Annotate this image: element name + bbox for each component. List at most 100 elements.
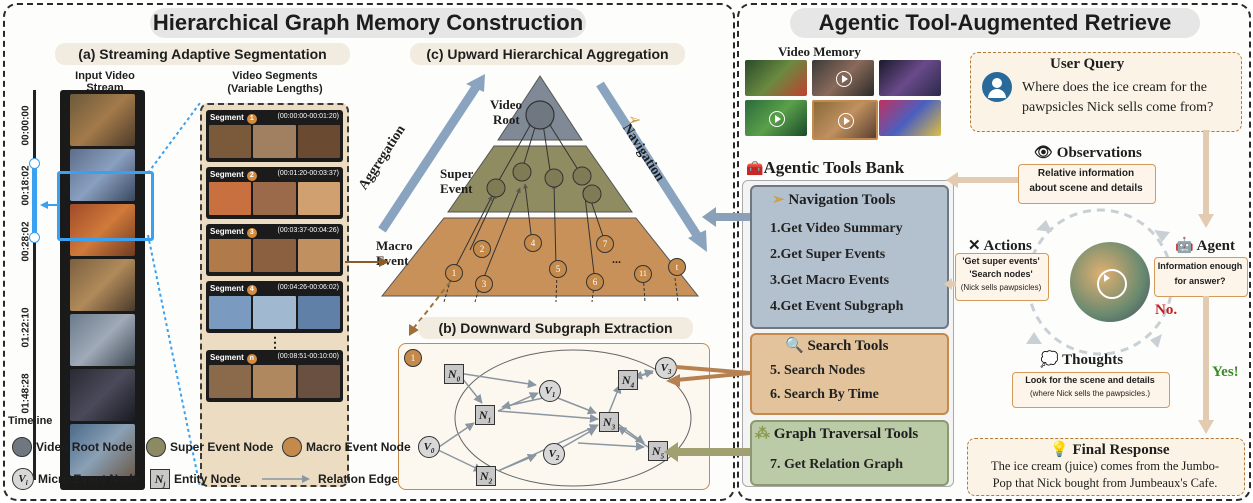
section-a-title: (a) Streaming Adaptive Segmentation — [55, 43, 350, 65]
play-icon[interactable] — [1097, 269, 1127, 299]
macro-node-5: 5 — [549, 260, 567, 278]
segment-zoom-lines — [40, 102, 201, 488]
agent-box — [1154, 257, 1248, 297]
memory-thumb-1 — [745, 60, 807, 96]
thoughts-line2: (where Nick sells the pawpsicles.) — [1029, 389, 1151, 398]
yes-label: Yes! — [1212, 364, 1239, 380]
agent-line2: for answer? — [1174, 276, 1226, 286]
graph-icon: ⁂ — [755, 426, 770, 442]
memory-thumb-6 — [879, 100, 941, 136]
user-avatar-icon — [982, 72, 1012, 102]
observations-line1: Relative information — [1037, 168, 1135, 179]
segments-label-1: Video Segments — [232, 70, 318, 82]
legend-super-swatch — [146, 437, 166, 457]
actions-to-tools-arrow — [944, 278, 956, 290]
play-icon[interactable] — [836, 71, 852, 87]
nav-tool-1[interactable]: 1.Get Video Summary — [770, 221, 903, 236]
segment-2-num: 2 — [246, 171, 257, 181]
segment-3-label: Segment — [210, 227, 244, 236]
macro-node-7: 7 — [596, 235, 614, 253]
tools-to-pyramid-arrow — [702, 207, 750, 227]
section-c-title: (c) Upward Hierarchical Aggregation — [410, 43, 685, 65]
graph-tool-7[interactable]: 7. Get Relation Graph — [770, 457, 903, 472]
segment-n-num: n — [246, 354, 257, 364]
search-tool-5[interactable]: 5. Search Nodes — [770, 363, 866, 378]
right-panel-title: Agentic Tool-Augmented Retrieve — [790, 8, 1200, 38]
search-to-subgraph-arrows — [666, 365, 751, 387]
actions-box — [955, 253, 1049, 301]
legend-macro-label: Macro Event Node — [306, 440, 411, 454]
entity-node-n1: N1 — [475, 405, 495, 425]
play-icon[interactable] — [769, 111, 785, 127]
user-query-line2: pawpsicles Nick sells come from? — [1022, 100, 1214, 115]
entity-node-n5: N5 — [648, 441, 668, 461]
legend-relation-arrow — [262, 475, 310, 483]
actions-line1: 'Get super events' — [962, 256, 1040, 266]
legend-micro-swatch: Vi — [12, 468, 34, 490]
timeline-dot-top — [29, 158, 40, 169]
play-icon[interactable] — [838, 113, 854, 129]
segment-n-time: (00:08:51-00:10:00) — [277, 353, 340, 360]
nav-tool-4[interactable]: 4.Get Event Subgraph — [770, 299, 904, 314]
legend-root-label: Video Root Node — [36, 440, 133, 454]
memory-thumb-4 — [745, 100, 807, 136]
super-event-label-1: Super — [440, 166, 474, 181]
legend-entity-swatch: Nj — [150, 469, 170, 489]
macro-event-label-1: Macro — [376, 238, 413, 253]
timestamp-2: 00:28:02 — [20, 221, 32, 262]
final-response-title: 💡 Final Response — [1050, 442, 1170, 458]
search-tool-6[interactable]: 6. Search By Time — [770, 387, 879, 402]
no-label: No. — [1155, 302, 1178, 318]
tools-bank-title: 🧰Agentic Tools Bank — [746, 158, 905, 177]
navigation-tools-box — [750, 185, 949, 329]
legend-macro-swatch — [282, 437, 302, 457]
subgraph-badge: 1 — [404, 349, 422, 367]
entity-node-n0: N0 — [444, 364, 464, 384]
video-memory-label: Video Memory — [778, 44, 861, 59]
film-strip — [60, 90, 145, 490]
segment-2-time: (00:01:20-00:03:37) — [277, 170, 340, 177]
robot-icon: 🤖 — [1175, 238, 1194, 254]
left-panel-title: Hierarchical Graph Memory Construction — [150, 8, 586, 38]
lightbulb-icon: 💡 — [1050, 442, 1069, 458]
observations-to-tools-arrow — [946, 172, 1018, 188]
timestamp-0: 00:00:00 — [20, 105, 32, 146]
observations-line2: about scene and details — [1029, 183, 1143, 194]
thoughts-title: 💭 Thoughts — [1040, 352, 1124, 368]
actions-title: ✕ Actions — [968, 238, 1032, 254]
observations-title: 👁 Observations — [1034, 145, 1142, 161]
thoughts-box — [1012, 372, 1170, 408]
segments-label-2: (Variable Lengths) — [227, 83, 323, 95]
legend-root-swatch — [12, 437, 32, 457]
timeline-highlight — [32, 163, 37, 237]
nav-tool-2[interactable]: 2.Get Super Events — [770, 247, 886, 262]
entity-node-n4: N4 — [618, 370, 638, 390]
nav-tool-3[interactable]: 3.Get Macro Events — [770, 273, 890, 288]
entity-node-n2: N2 — [476, 466, 496, 486]
macro-node-ellipsis: ... — [612, 252, 621, 266]
section-b-title: (b) Downward Subgraph Extraction — [418, 317, 693, 339]
segment-4-num: 4 — [246, 285, 257, 295]
segment-4-label: Segment — [210, 284, 244, 293]
segment-ellipsis: ⋮ — [268, 336, 282, 351]
segment-4-time: (00:04:26-00:06:02) — [277, 284, 340, 291]
memory-thumb-2 — [812, 60, 874, 96]
macro-node-t: t — [668, 258, 686, 276]
memory-thumb-3 — [879, 60, 941, 96]
macro-node-4: 4 — [524, 234, 542, 252]
actions-line3: (Nick sells pawpsicles) — [960, 283, 1042, 292]
segment-1-time: (00:00:00-00:01:20) — [277, 113, 340, 120]
final-response-line2: Pop that Nick bought from Jumbeaux's Caf… — [992, 476, 1218, 490]
segment-3-time: (00:03:37-00:04:26) — [277, 227, 340, 234]
macro-node-6: 6 — [586, 273, 604, 291]
film-frame-3 — [70, 204, 135, 256]
segment-n-label: Segment — [210, 353, 244, 362]
agent-line1: Information enough — [1157, 261, 1243, 271]
legend-entity-label: Entity Node — [174, 472, 241, 486]
micro-node-v0: V0 — [418, 436, 440, 458]
